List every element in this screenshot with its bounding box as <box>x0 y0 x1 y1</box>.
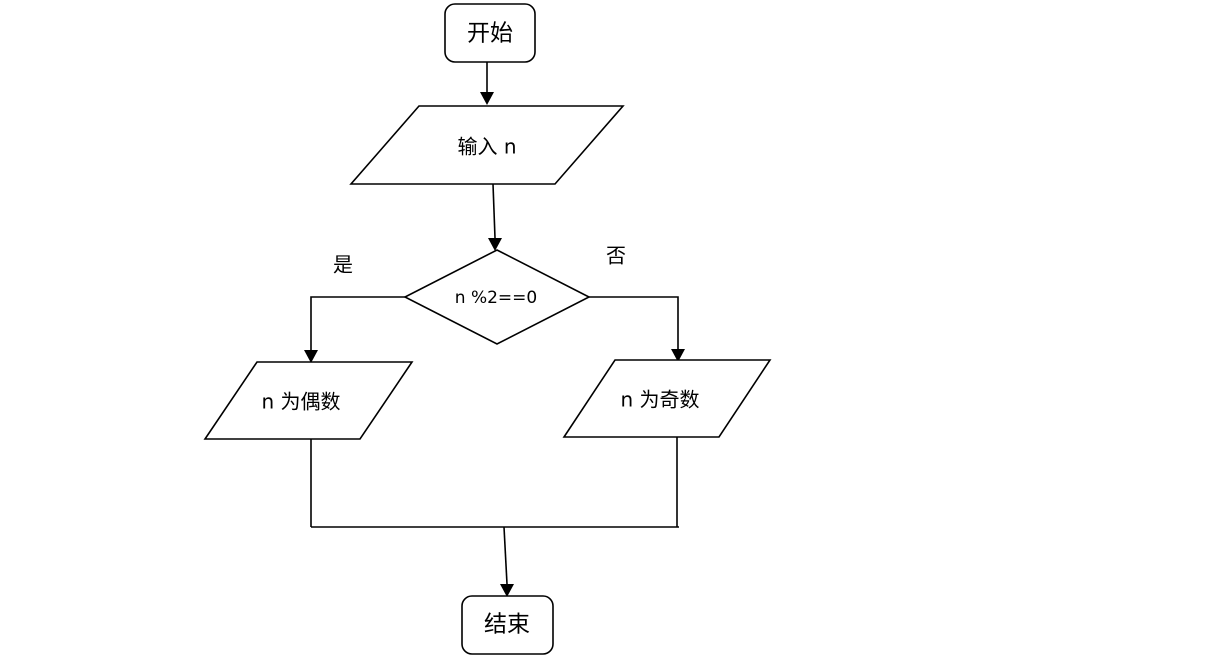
start-node-label: 开始 <box>467 21 513 47</box>
edge-start-to-input <box>480 62 494 105</box>
odd-output-node-label: n 为奇数 <box>620 388 699 412</box>
branch-yes-label: 是 <box>333 253 353 277</box>
start-node-shape <box>444 3 536 63</box>
arrow-down-icon <box>480 92 494 105</box>
end-node: 结束 <box>461 595 554 655</box>
edge-condition-to-odd <box>589 296 685 362</box>
odd-output-node: n 为奇数 <box>562 359 772 438</box>
edge-condition-to-even <box>304 296 405 363</box>
edge-line <box>503 526 508 585</box>
edge-line <box>492 183 496 239</box>
arrow-down-icon <box>500 584 514 597</box>
edge-merge <box>310 437 679 528</box>
even-output-node-label: n 为偶数 <box>261 390 340 414</box>
odd-output-node-shape <box>562 359 772 438</box>
edge-line <box>589 296 679 349</box>
branch-no-label: 否 <box>606 244 626 268</box>
end-node-label: 结束 <box>484 612 530 638</box>
arrow-down-icon <box>671 349 685 362</box>
input-node-shape <box>349 105 625 185</box>
input-node-label: 输入 n <box>457 135 516 159</box>
condition-node-shape <box>403 249 591 345</box>
edge-line <box>310 296 405 350</box>
edge-input-to-condition <box>488 183 502 251</box>
condition-node: n %2==0 <box>403 249 591 345</box>
condition-node-label: n %2==0 <box>455 288 537 308</box>
input-node: 输入 n <box>349 105 625 185</box>
arrow-down-icon <box>488 238 502 251</box>
end-node-shape <box>461 595 554 655</box>
start-node: 开始 <box>444 3 536 63</box>
arrow-down-icon <box>304 350 318 363</box>
even-output-node: n 为偶数 <box>203 361 414 440</box>
edge-merge-to-end <box>500 526 514 597</box>
even-output-node-shape <box>203 361 414 440</box>
